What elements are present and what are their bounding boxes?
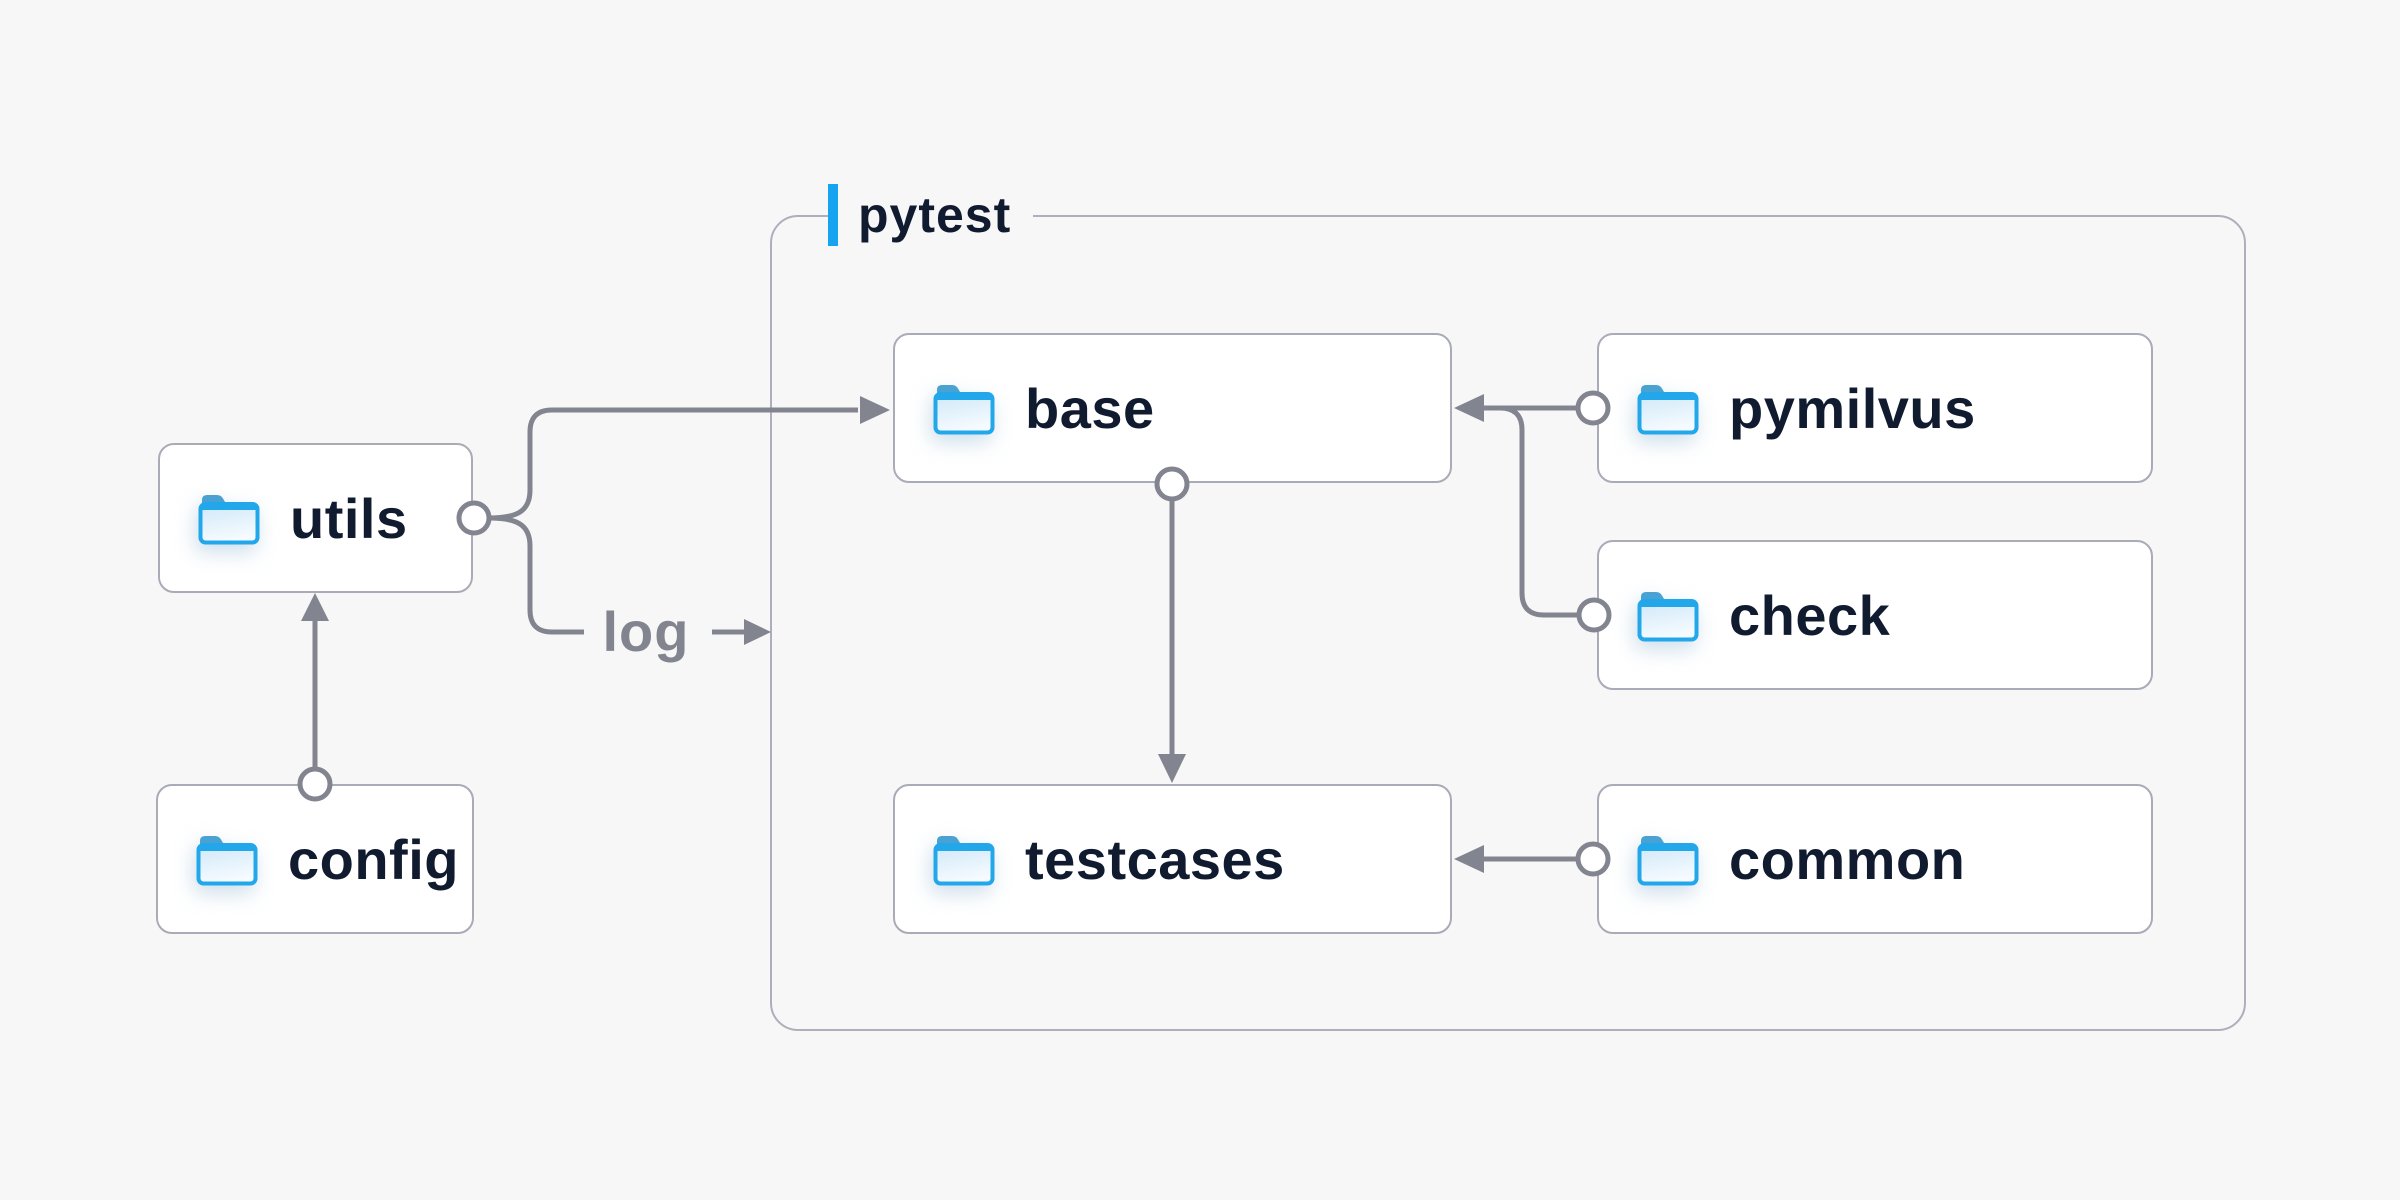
node-label: base: [1025, 376, 1155, 440]
node-base: base: [893, 333, 1452, 483]
node-label: testcases: [1025, 827, 1285, 891]
folder-icon: [1637, 385, 1699, 435]
edge-label-log: log: [602, 600, 690, 663]
node-label: check: [1729, 583, 1891, 647]
edge-utils-log: [488, 515, 584, 635]
node-pymilvus: pymilvus: [1597, 333, 2153, 483]
node-config: config: [156, 784, 474, 934]
folder-icon: [1637, 836, 1699, 886]
accent-bar: [828, 184, 838, 246]
node-label: common: [1729, 827, 1966, 891]
arrowhead-config-utils: [301, 593, 329, 621]
folder-icon: [1637, 592, 1699, 642]
folder-icon: [933, 836, 995, 886]
folder-icon: [933, 385, 995, 435]
folder-icon: [198, 495, 260, 545]
folder-icon: [196, 836, 258, 886]
pytest-group-title: pytest: [858, 187, 1012, 243]
node-label: pymilvus: [1729, 376, 1976, 440]
arrowhead-log-pytest: [744, 619, 771, 645]
node-testcases: testcases: [893, 784, 1452, 934]
node-label: config: [288, 827, 459, 891]
node-common: common: [1597, 784, 2153, 934]
node-label: utils: [290, 486, 408, 550]
node-check: check: [1597, 540, 2153, 690]
pytest-group-label: pytest: [828, 183, 1034, 247]
node-utils: utils: [158, 443, 473, 593]
pytest-group-box: [770, 215, 2246, 1031]
